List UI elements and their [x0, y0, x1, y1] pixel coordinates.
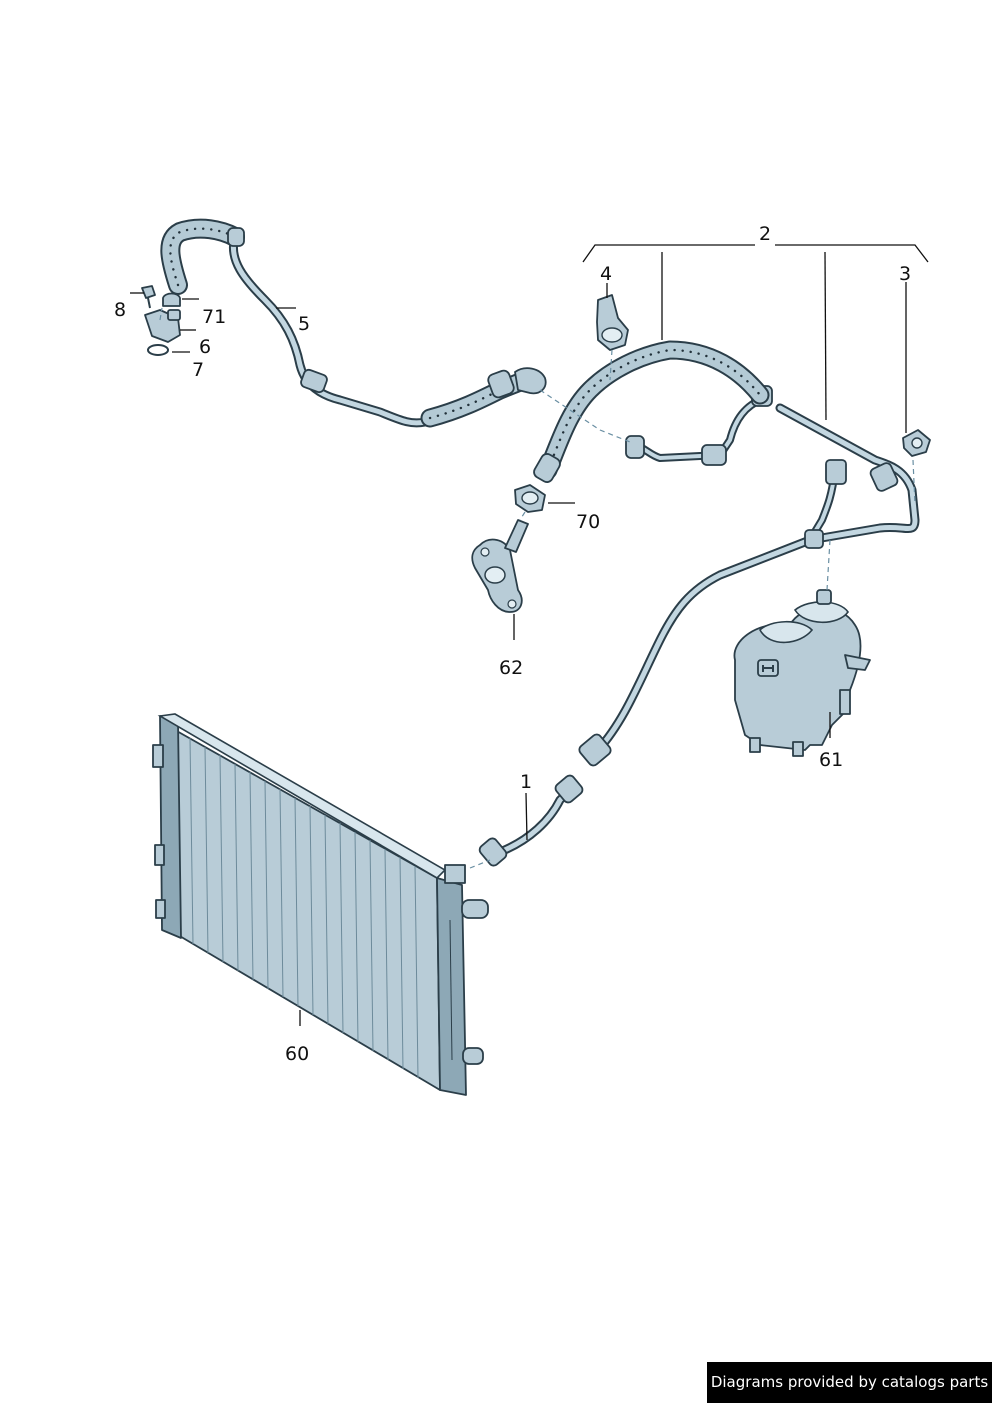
callout-61: 61 — [819, 749, 843, 771]
callout-71: 71 — [202, 306, 226, 328]
clamp-70[interactable] — [514, 484, 546, 513]
callout-3: 3 — [899, 263, 911, 285]
expansion-tank[interactable] — [733, 589, 871, 757]
callout-60: 60 — [285, 1043, 309, 1065]
callout-2: 2 — [759, 223, 771, 245]
connector-6[interactable] — [144, 309, 181, 343]
assembly-guides — [159, 307, 916, 869]
radiator-fins — [189, 737, 419, 1079]
callout-8: 8 — [114, 299, 126, 321]
callout-1: 1 — [520, 771, 532, 793]
bolt-8[interactable] — [141, 285, 156, 309]
callout-62: 62 — [499, 657, 523, 679]
clip-3[interactable] — [902, 429, 931, 457]
o-ring-7[interactable] — [147, 344, 169, 356]
callout-7: 7 — [192, 359, 204, 381]
coolant-hose-5[interactable] — [160, 218, 547, 428]
leader-lines — [130, 244, 929, 1026]
flange-62[interactable] — [471, 519, 529, 613]
footer-credit: Diagrams provided by catalogs parts — [707, 1362, 992, 1403]
coolant-line-1[interactable] — [478, 535, 815, 868]
bracket-4[interactable] — [596, 294, 629, 351]
callout-4: 4 — [600, 263, 612, 285]
callout-6: 6 — [199, 336, 211, 358]
coolant-line-2[interactable] — [532, 340, 920, 549]
grommet-71[interactable] — [162, 292, 181, 307]
radiator[interactable] — [152, 713, 489, 1096]
callout-5: 5 — [298, 313, 310, 335]
callout-70: 70 — [576, 511, 600, 533]
